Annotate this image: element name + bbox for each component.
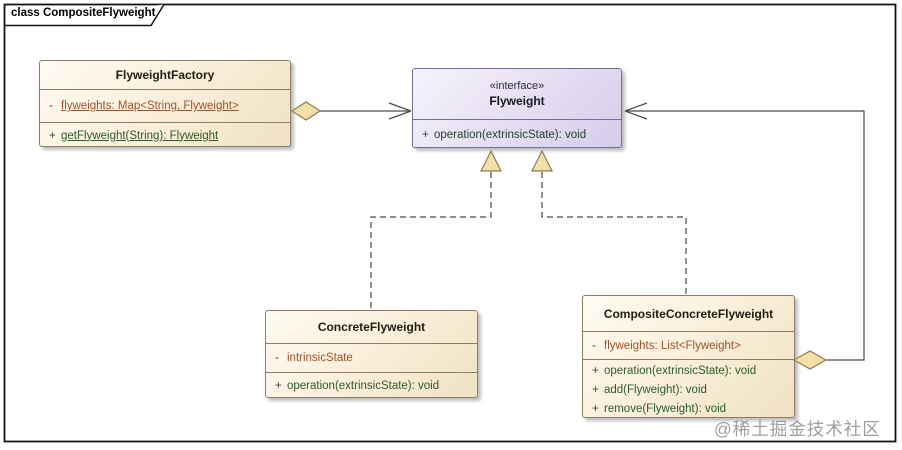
attribute-row: - flyweights: Map<String, Flyweight> <box>40 97 290 116</box>
attribute-text: flyweights: List<Flyweight> <box>604 339 741 352</box>
visibility-marker: - <box>592 339 596 352</box>
visibility-marker: - <box>49 100 53 112</box>
method-row: + operation(extrinsicState): void <box>583 361 794 380</box>
watermark: @稀土掘金技术社区 <box>714 419 881 439</box>
open-arrowhead-icon <box>388 102 412 120</box>
method-text: operation(extrinsicState): void <box>434 128 587 141</box>
class-box-flyweight-factory: FlyweightFactory - flyweights: Map<Strin… <box>39 60 291 147</box>
visibility-marker: + <box>275 380 282 392</box>
attribute-row: - intrinsicState <box>266 349 477 368</box>
interface-box-flyweight: «interface» Flyweight + operation(extrin… <box>412 68 622 148</box>
aggregation-diamond-icon <box>290 101 322 121</box>
diagram-title: class CompositeFlyweight <box>11 7 156 19</box>
attribute-row: - flyweights: List<Flyweight> <box>583 336 794 355</box>
attribute-text: flyweights: Map<String, Flyweight> <box>61 100 239 112</box>
interface-stereotype: «interface» <box>489 80 545 92</box>
class-name: CompositeConcreteFlyweight <box>603 306 774 321</box>
method-text: getFlyweight(String): Flyweight <box>61 129 219 142</box>
visibility-marker: + <box>422 128 429 141</box>
method-text: remove(Flyweight): void <box>604 402 727 415</box>
visibility-marker: + <box>592 364 599 377</box>
visibility-marker: + <box>592 383 599 396</box>
class-name: Flyweight <box>489 94 545 108</box>
visibility-marker: + <box>49 129 56 142</box>
realization-triangle-icon <box>480 149 502 172</box>
attribute-text: intrinsicState <box>287 352 353 364</box>
method-row: + operation(extrinsicState): void <box>266 377 477 396</box>
class-name: FlyweightFactory <box>115 68 215 82</box>
method-text: operation(extrinsicState): void <box>287 380 440 392</box>
method-text: operation(extrinsicState): void <box>604 364 757 377</box>
method-text: add(Flyweight): void <box>604 383 707 396</box>
method-row: + add(Flyweight): void <box>583 380 794 399</box>
class-name: ConcreteFlyweight <box>317 320 426 334</box>
aggregation-diamond-icon <box>792 350 828 370</box>
open-arrowhead-icon <box>624 102 648 120</box>
visibility-marker: - <box>275 352 279 364</box>
method-row: + operation(extrinsicState): void <box>413 125 621 144</box>
visibility-marker: + <box>592 402 599 415</box>
class-box-concrete-flyweight: ConcreteFlyweight - intrinsicState + ope… <box>265 310 478 398</box>
realization-triangle-icon <box>531 149 553 172</box>
realization-line-concrete-flyweight <box>370 172 492 309</box>
method-row: + getFlyweight(String): Flyweight <box>40 126 290 145</box>
class-box-composite-concrete-flyweight: CompositeConcreteFlyweight - flyweights:… <box>582 295 795 418</box>
realization-line-composite-flyweight <box>541 172 687 294</box>
